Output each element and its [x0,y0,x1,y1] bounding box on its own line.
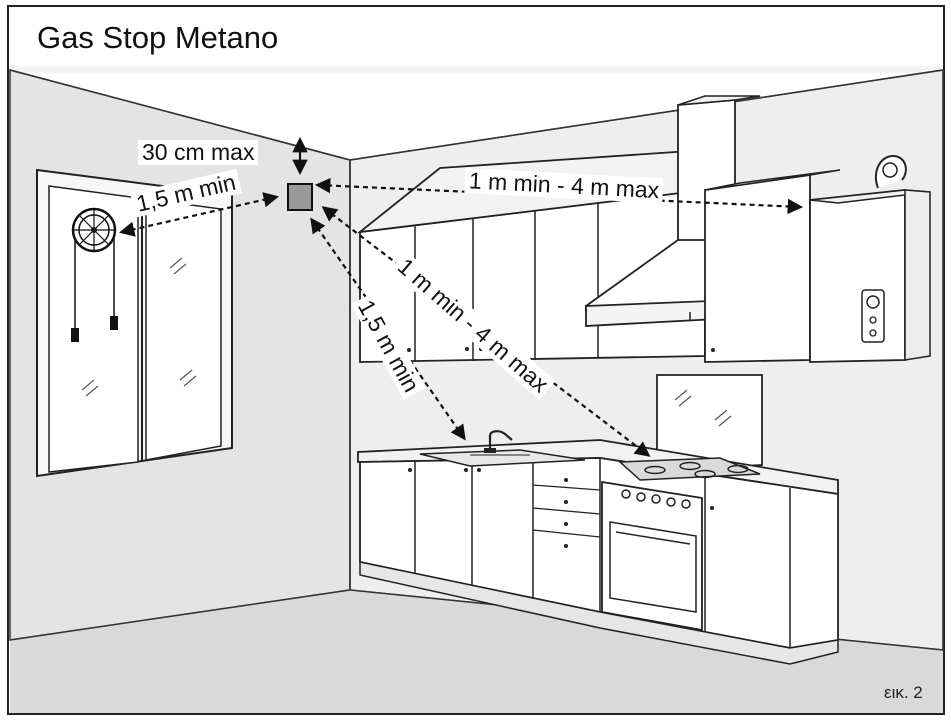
blind-pulley-icon [71,207,118,342]
floor [10,590,943,713]
gas-hob [618,457,761,481]
boiler [809,154,931,363]
glass-splashback [656,374,763,471]
diagram-title: Gas Stop Metano [37,20,279,55]
oven [601,480,703,632]
figure-number: εικ. 2 [884,683,923,702]
label-ceiling-distance: 30 cm max [138,140,259,165]
ceiling [9,66,943,73]
gas-detector-icon [287,183,313,211]
